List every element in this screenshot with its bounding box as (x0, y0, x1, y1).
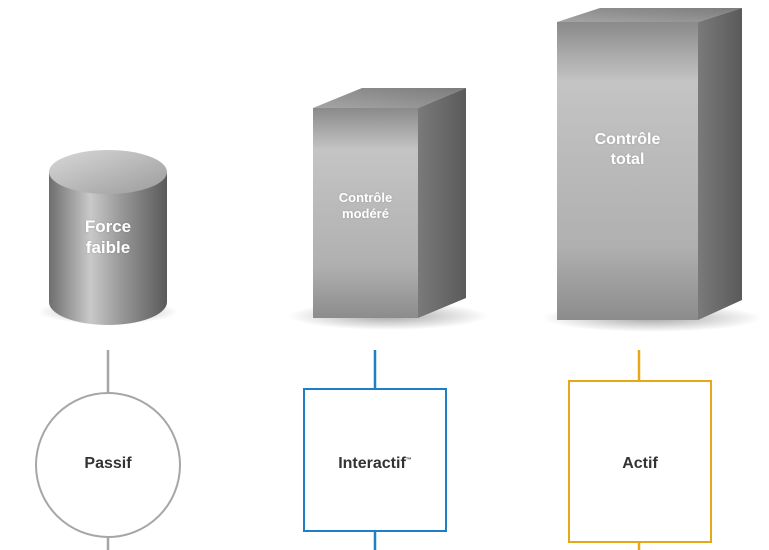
medium-box-shape (288, 88, 488, 330)
actif-label: Actif (622, 455, 658, 472)
cylinder-shape (38, 150, 178, 325)
passif-symbol (35, 350, 181, 550)
interactif-label: Interactif™ (338, 455, 412, 472)
interactif-symbol (303, 350, 447, 550)
tall-box-shape (542, 8, 762, 332)
trademark-mark: ™ (405, 457, 412, 464)
medium-box-label: Contrôle modéré (338, 190, 393, 222)
tall-box-label: Contrôle total (594, 131, 661, 168)
passif-label: Passif (84, 455, 132, 472)
actif-symbol (568, 350, 712, 550)
cylinder-label: Force faible (84, 217, 132, 258)
